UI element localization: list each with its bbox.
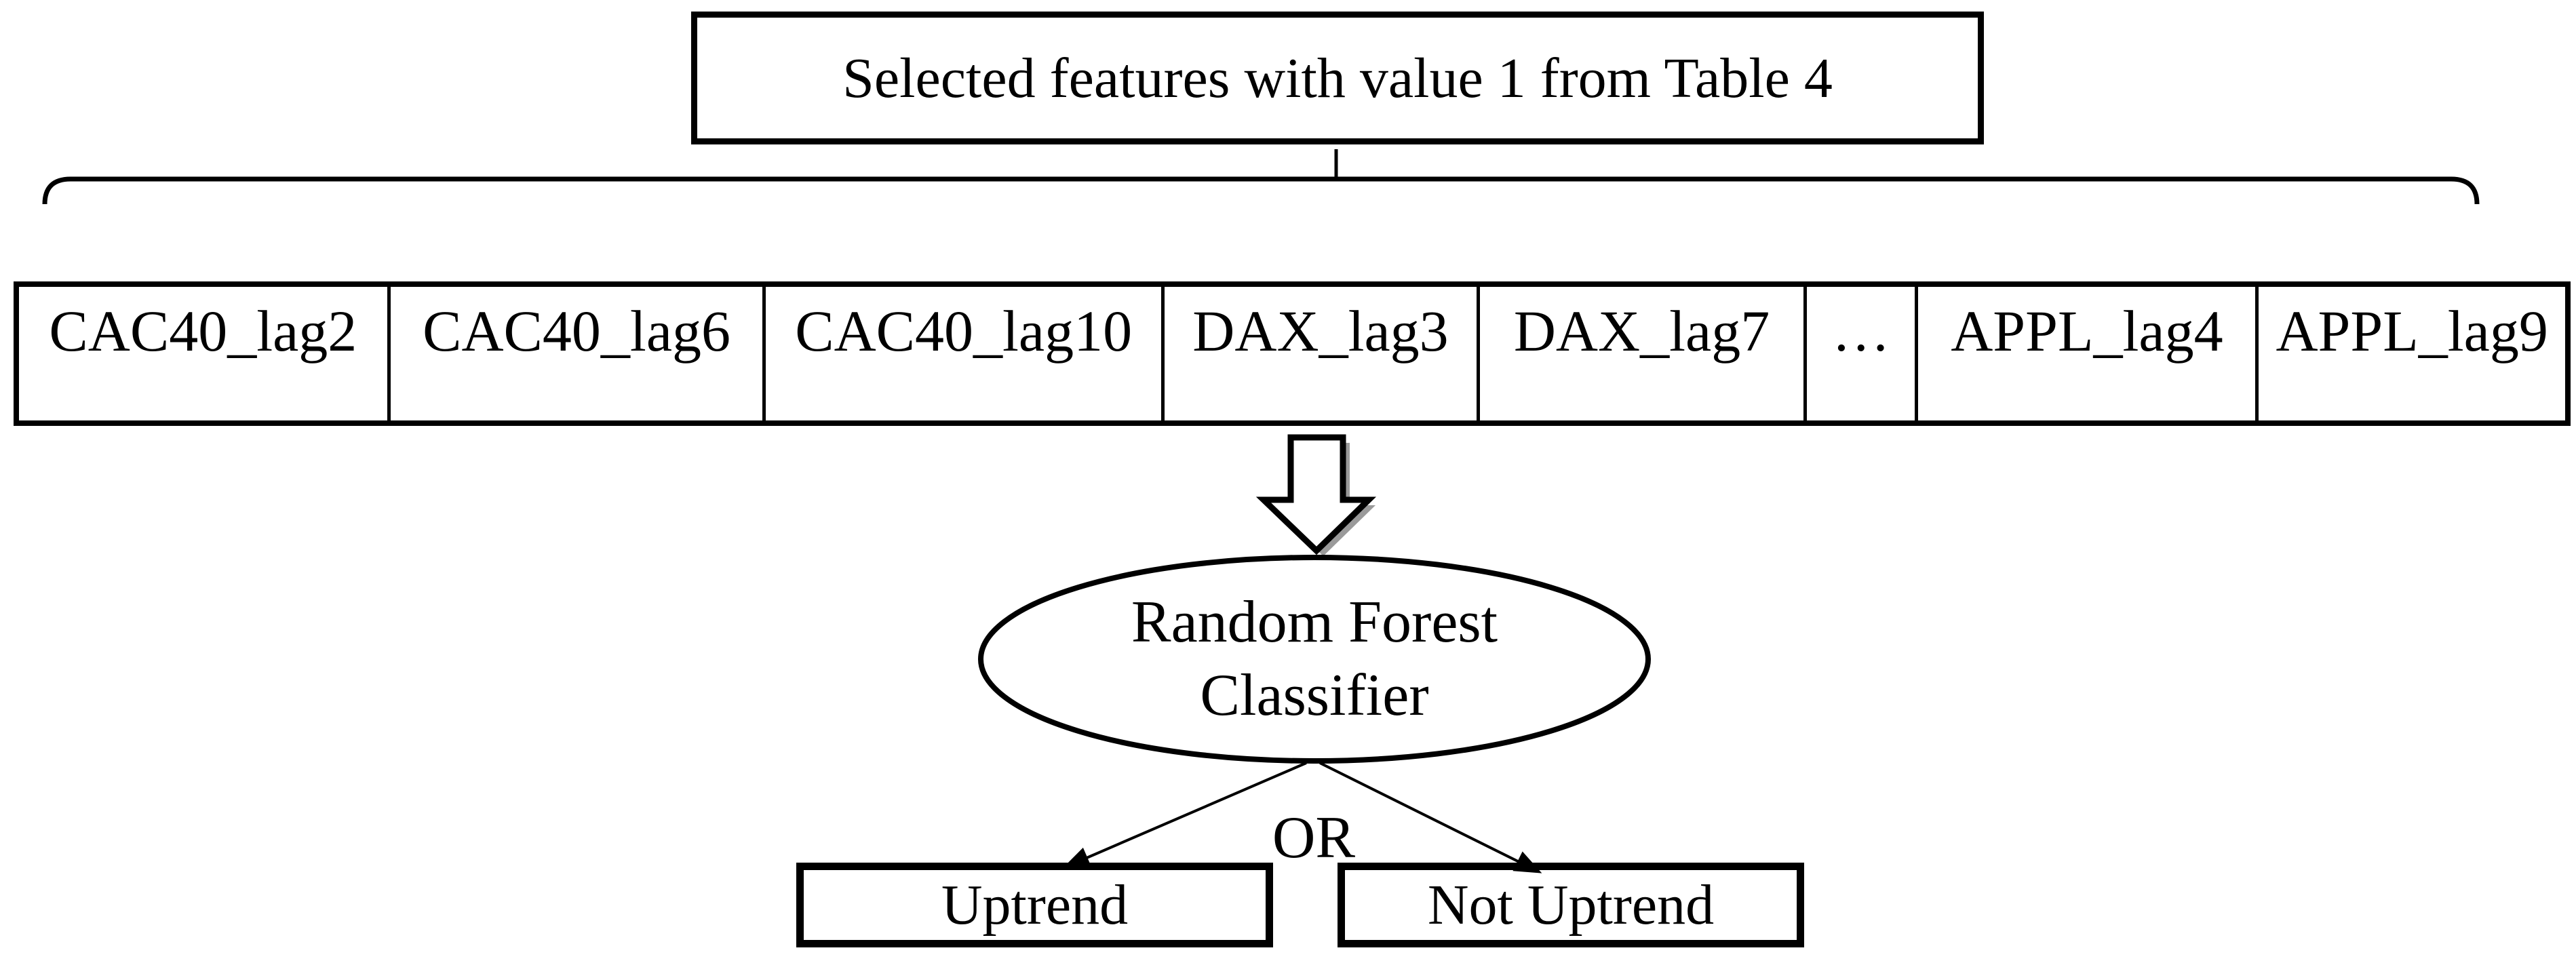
feature-label: CAC40_lag6 (423, 298, 730, 363)
feature-cell: CAC40_lag2 (19, 287, 391, 420)
feature-cell: CAC40_lag6 (391, 287, 766, 420)
feature-label: CAC40_lag10 (795, 298, 1133, 363)
classifier-label-line1: Random Forest (1131, 589, 1498, 655)
feature-label: DAX_lag3 (1192, 298, 1449, 363)
not-uptrend-label: Not Uptrend (1427, 873, 1715, 937)
feature-cell: APPL_lag9 (2259, 287, 2565, 420)
block-arrow-shadow (1270, 443, 1375, 556)
not-uptrend-box: Not Uptrend (1338, 863, 1804, 947)
ellipsis-label: … (1831, 298, 1890, 363)
feature-label: APPL_lag9 (2276, 298, 2548, 363)
uptrend-box: Uptrend (796, 863, 1273, 947)
feature-label: CAC40_lag2 (49, 298, 357, 363)
or-label: OR (1272, 804, 1356, 871)
selected-features-table: CAC40_lag2 CAC40_lag6 CAC40_lag10 DAX_la… (14, 281, 2571, 426)
feature-cell: CAC40_lag10 (766, 287, 1165, 420)
feature-label: DAX_lag7 (1513, 298, 1770, 363)
uptrend-label: Uptrend (941, 873, 1129, 937)
random-forest-classifier-node: Random Forest Classifier (981, 578, 1648, 741)
feature-cell-ellipsis: … (1807, 287, 1919, 420)
selected-features-header-box: Selected features with value 1 from Tabl… (691, 12, 1984, 144)
block-arrow-down-icon (1255, 434, 1377, 556)
feature-label: APPL_lag4 (1951, 298, 2223, 363)
feature-cell: DAX_lag3 (1165, 287, 1481, 420)
feature-cell: DAX_lag7 (1480, 287, 1808, 420)
grouping-brace-icon (42, 149, 2480, 205)
classifier-label-line2: Classifier (1200, 663, 1429, 728)
feature-cell: APPL_lag4 (1918, 287, 2259, 420)
selected-features-header-label: Selected features with value 1 from Tabl… (842, 46, 1833, 110)
